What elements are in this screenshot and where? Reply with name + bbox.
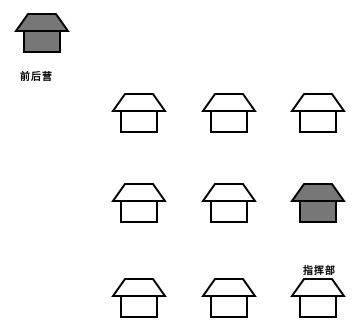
front-rear-camp-label: 前后营	[20, 72, 53, 83]
house-icon-r1c2	[201, 93, 257, 133]
house-icon-r1c3	[290, 93, 346, 133]
headquarters-house-icon	[290, 183, 346, 223]
house-icon-r1c1	[111, 93, 167, 133]
front-rear-camp-house-icon	[14, 13, 70, 53]
house-icon-r2c1	[111, 183, 167, 223]
house-icon-r3c2	[201, 278, 257, 318]
headquarters-label: 指挥部	[303, 266, 336, 277]
house-icon-r3c1	[111, 278, 167, 318]
house-icon-r3c3	[290, 278, 346, 318]
house-icons	[14, 13, 346, 318]
house-icon-r2c2	[201, 183, 257, 223]
